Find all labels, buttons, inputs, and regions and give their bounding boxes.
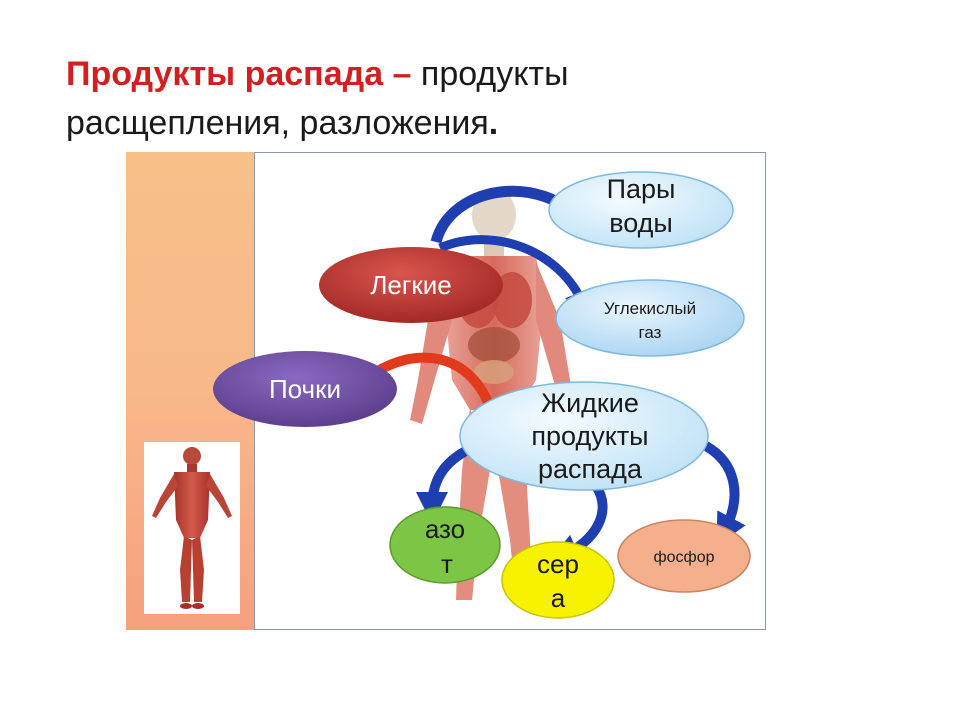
arrow-to-phosphorus [703,441,746,547]
title-accent: Продукты распада – [66,55,412,93]
water-vapor-label-1: Пары [607,174,676,204]
muscle-figure-thumbnail [144,442,240,614]
lungs-label: Легкие [370,270,451,300]
phosphorus-bubble [617,519,751,593]
sulfur-label-2: а [551,583,566,613]
carbon-dioxide-bubble [555,279,745,357]
kidneys-label: Почки [269,374,341,404]
nitrogen-label-1: азо [425,514,465,544]
muscle-figure-icon [152,447,232,609]
liquid-products-label-3: распада [538,454,643,484]
nitrogen-bubble [389,506,501,584]
title-rest-line1: продукты [411,55,569,93]
title-end-mark: . [488,104,499,142]
nitrogen-label-2: т [441,549,453,579]
phosphorus-label: фосфор [653,549,714,566]
carbon-dioxide-label-1: Углекислый [604,299,696,318]
kidneys-bubble [213,351,397,427]
water-vapor-bubble [548,171,734,249]
sulfur-bubble [501,541,615,619]
liquid-products-bubble [459,381,709,491]
liquid-products-label-1: Жидкие [541,388,639,418]
title-line2: расщепления, разложения [66,104,489,142]
arrow-to-carbon-dioxide [438,235,592,320]
sulfur-label-1: сер [537,549,579,579]
carbon-dioxide-label-2: газ [639,323,662,342]
lungs-bubble [319,247,503,323]
liquid-products-label-2: продукты [531,421,648,451]
slide-title: Продукты распада – продукты расщепления,… [66,50,866,148]
water-vapor-label-2: воды [609,208,673,238]
